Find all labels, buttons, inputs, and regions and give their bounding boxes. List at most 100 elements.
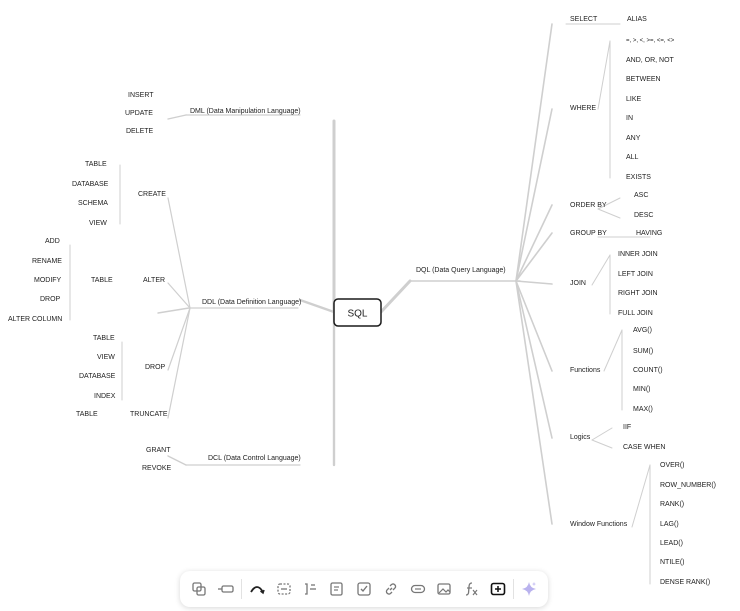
join-item[interactable]: FULL JOIN bbox=[618, 310, 653, 317]
link-button[interactable] bbox=[379, 577, 403, 601]
connector-ddl-truncate bbox=[167, 307, 191, 419]
connector-functions-fan bbox=[603, 329, 623, 372]
create-item[interactable]: DATABASE bbox=[72, 181, 109, 188]
orderby-label[interactable]: ORDER BY bbox=[570, 202, 607, 209]
root-node[interactable]: SQL bbox=[333, 298, 382, 327]
curve-arrow-icon bbox=[250, 586, 265, 595]
copy-icon bbox=[192, 582, 207, 596]
add-node-button[interactable] bbox=[486, 577, 510, 601]
orderby-item[interactable]: DESC bbox=[634, 212, 653, 219]
logics-item[interactable]: CASE WHEN bbox=[623, 444, 665, 451]
join-item[interactable]: RIGHT JOIN bbox=[618, 290, 658, 297]
where-item[interactable]: AND, OR, NOT bbox=[626, 57, 675, 64]
image-button[interactable] bbox=[432, 577, 456, 601]
ai-button[interactable] bbox=[517, 577, 541, 601]
functions-item[interactable]: MIN() bbox=[633, 386, 651, 393]
functions-label[interactable]: Functions bbox=[570, 367, 601, 374]
where-item[interactable]: LIKE bbox=[626, 96, 642, 103]
orderby-item[interactable]: ASC bbox=[634, 192, 648, 199]
where-item[interactable]: BETWEEN bbox=[626, 76, 661, 83]
dcl-item[interactable]: REVOKE bbox=[142, 465, 172, 472]
connector-where-fan bbox=[597, 40, 611, 110]
window-item[interactable]: DENSE RANK() bbox=[660, 579, 710, 586]
drop-item[interactable]: TABLE bbox=[93, 335, 115, 342]
select-label[interactable]: SELECT bbox=[570, 16, 598, 23]
where-item[interactable]: IN bbox=[626, 115, 633, 122]
alter-item[interactable]: ALTER COLUMN bbox=[8, 316, 62, 323]
dql-label[interactable]: DQL (Data Query Language) bbox=[416, 267, 506, 274]
connector-dml-trunk bbox=[167, 114, 187, 120]
connector-ddl-create bbox=[167, 197, 191, 309]
drop-item[interactable]: INDEX bbox=[94, 393, 116, 400]
groupby-label[interactable]: GROUP BY bbox=[570, 230, 607, 237]
logics-label[interactable]: Logics bbox=[570, 434, 591, 441]
join-item[interactable]: INNER JOIN bbox=[618, 251, 658, 258]
mindmap-labels: DML (Data Manipulation Language) INSERT UP… bbox=[8, 16, 716, 586]
drop-label[interactable]: DROP bbox=[145, 364, 166, 371]
alter-table[interactable]: TABLE bbox=[91, 277, 113, 284]
functions-item[interactable]: AVG() bbox=[633, 327, 652, 334]
join-item[interactable]: LEFT JOIN bbox=[618, 271, 653, 278]
connector-dql-logics bbox=[515, 280, 553, 439]
window-item[interactable]: ROW_NUMBER() bbox=[660, 482, 716, 489]
summary-icon bbox=[276, 583, 291, 595]
create-item[interactable]: TABLE bbox=[85, 161, 107, 168]
window-item[interactable]: LAG() bbox=[660, 521, 679, 528]
dcl-item[interactable]: GRANT bbox=[146, 447, 171, 454]
copy-node-button[interactable] bbox=[187, 577, 211, 601]
task-button[interactable] bbox=[352, 577, 376, 601]
dml-label[interactable]: DML (Data Manipulation Language) bbox=[190, 108, 301, 115]
alter-item[interactable]: RENAME bbox=[32, 258, 62, 265]
image-icon bbox=[437, 583, 452, 595]
formula-button[interactable] bbox=[459, 577, 483, 601]
drop-item[interactable]: VIEW bbox=[97, 354, 115, 361]
alter-item[interactable]: DROP bbox=[40, 296, 61, 303]
where-item[interactable]: EXISTS bbox=[626, 174, 651, 181]
functions-item[interactable]: COUNT() bbox=[633, 367, 663, 374]
where-item[interactable]: ANY bbox=[626, 135, 641, 142]
where-label[interactable]: WHERE bbox=[570, 105, 596, 112]
truncate-table[interactable]: TABLE bbox=[76, 411, 98, 418]
dml-item[interactable]: DELETE bbox=[126, 128, 154, 135]
toolbar-divider bbox=[240, 579, 242, 599]
window-item[interactable]: OVER() bbox=[660, 462, 685, 469]
alter-item[interactable]: ADD bbox=[45, 238, 60, 245]
alter-item[interactable]: MODIFY bbox=[34, 277, 62, 284]
connector-dql-orderby bbox=[515, 204, 553, 282]
connector-root-ddl bbox=[298, 298, 336, 314]
dml-item[interactable]: INSERT bbox=[128, 92, 154, 99]
functions-item[interactable]: MAX() bbox=[633, 406, 653, 413]
connector-root-dql bbox=[379, 279, 412, 314]
create-item[interactable]: SCHEMA bbox=[78, 200, 108, 207]
where-item[interactable]: ALL bbox=[626, 154, 639, 161]
groupby-having[interactable]: HAVING bbox=[636, 230, 662, 237]
where-item[interactable]: =, >, <, >=, <=, <> bbox=[626, 38, 675, 44]
label-button[interactable] bbox=[406, 577, 430, 601]
create-item[interactable]: VIEW bbox=[89, 220, 107, 227]
connector-window-fan bbox=[631, 464, 651, 528]
boundary-button[interactable] bbox=[298, 577, 322, 601]
bottom-toolbar bbox=[180, 571, 548, 607]
drop-item[interactable]: DATABASE bbox=[79, 373, 116, 380]
dcl-label[interactable]: DCL (Data Control Language) bbox=[208, 455, 301, 462]
window-item[interactable]: NTILE() bbox=[660, 559, 685, 566]
note-button[interactable] bbox=[325, 577, 349, 601]
window-item[interactable]: RANK() bbox=[660, 501, 684, 508]
truncate-label[interactable]: TRUNCATE bbox=[130, 411, 168, 418]
connector-logics-case bbox=[591, 439, 613, 449]
connector-button[interactable] bbox=[245, 577, 269, 601]
summary-button[interactable] bbox=[272, 577, 296, 601]
ddl-label[interactable]: DDL (Data Definition Language) bbox=[202, 299, 301, 306]
logics-item[interactable]: IIF bbox=[623, 424, 631, 431]
window-item[interactable]: LEAD() bbox=[660, 540, 683, 547]
sibling-node-button[interactable] bbox=[214, 577, 238, 601]
boundary-icon bbox=[305, 583, 317, 595]
functions-item[interactable]: SUM() bbox=[633, 348, 653, 355]
window-label[interactable]: Window Functions bbox=[570, 521, 628, 528]
select-alias[interactable]: ALIAS bbox=[627, 16, 647, 23]
join-label[interactable]: JOIN bbox=[570, 280, 586, 287]
alter-label[interactable]: ALTER bbox=[143, 277, 165, 284]
create-label[interactable]: CREATE bbox=[138, 191, 166, 198]
dml-item[interactable]: UPDATE bbox=[125, 110, 153, 117]
connector-logics-iif bbox=[591, 427, 613, 441]
